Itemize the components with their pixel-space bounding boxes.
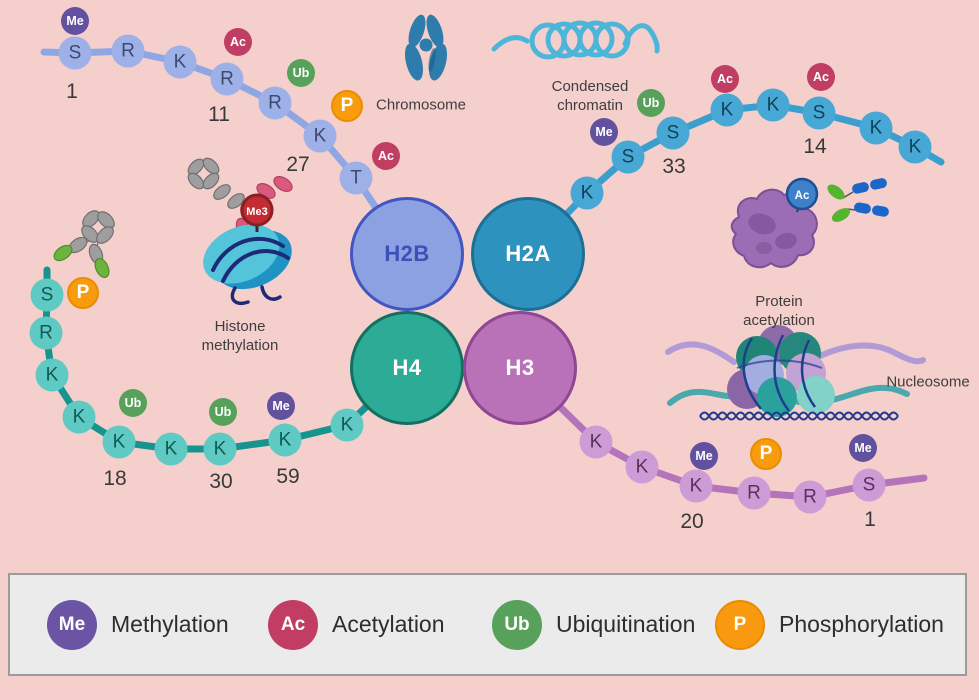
me-badge: Me bbox=[690, 442, 718, 470]
residue-bead: K bbox=[859, 111, 893, 145]
residue-bead: K bbox=[303, 119, 337, 153]
residue-bead: S bbox=[852, 468, 886, 502]
legend-label: Acetylation bbox=[332, 611, 445, 637]
residue-bead: S bbox=[802, 96, 836, 130]
residue-bead: R bbox=[29, 316, 63, 350]
legend: Me Methylation Ac Acetylation Ub Ubiquit… bbox=[8, 573, 967, 676]
histone-h2b-circle: H2B bbox=[350, 197, 464, 311]
ac-badge: Ac bbox=[711, 65, 739, 93]
me-badge: Me bbox=[61, 7, 89, 35]
ub-badge: Ub bbox=[492, 599, 542, 650]
residue-bead: S bbox=[58, 36, 92, 70]
residue-bead: R bbox=[793, 480, 827, 514]
ac-badge: Ac bbox=[372, 142, 400, 170]
histone-h4-circle: H4 bbox=[350, 311, 464, 425]
residue-bead: K bbox=[102, 425, 136, 459]
me3-badge-label: Me3 bbox=[246, 206, 267, 218]
residue-bead: R bbox=[737, 476, 771, 510]
residue-bead: K bbox=[579, 425, 613, 459]
residue-number: 18 bbox=[103, 467, 127, 490]
residue-bead: K bbox=[268, 423, 302, 457]
residue-number: 20 bbox=[680, 510, 704, 533]
legend-item-methylation: Me Methylation bbox=[47, 599, 229, 650]
residue-bead: T bbox=[339, 161, 373, 195]
chromosome-caption: Chromosome bbox=[375, 96, 467, 114]
chromosome-icon bbox=[404, 14, 448, 81]
histone-h2a-circle: H2A bbox=[471, 197, 585, 311]
residue-bead: K bbox=[154, 432, 188, 466]
me3-badge bbox=[240, 193, 274, 227]
p-badge: P bbox=[750, 438, 782, 470]
residue-bead: K bbox=[756, 88, 790, 122]
residue-number: 14 bbox=[803, 135, 827, 158]
residue-number: 30 bbox=[209, 470, 233, 493]
p-badge: P bbox=[715, 599, 765, 650]
histone-methylation-icon: Me3 bbox=[187, 157, 293, 305]
residue-number: 1 bbox=[864, 508, 876, 531]
residue-number: 59 bbox=[276, 465, 300, 488]
antibody-icon bbox=[53, 210, 115, 279]
condensed-chromatin-icon bbox=[491, 20, 660, 60]
residue-bead: R bbox=[258, 86, 292, 120]
me-badge: Me bbox=[590, 118, 618, 146]
residue-number: 11 bbox=[208, 103, 230, 126]
condensed-chromatin-caption: Condensed chromatin bbox=[551, 77, 629, 114]
ub-badge: Ub bbox=[119, 389, 147, 417]
protein-acetylation-icon: Ac bbox=[730, 177, 889, 269]
nucleosome-icon bbox=[665, 325, 926, 421]
ac-badge: Ac bbox=[807, 63, 835, 91]
p-badge: P bbox=[331, 90, 363, 122]
residue-bead: K bbox=[710, 93, 744, 127]
residue-bead: R bbox=[210, 62, 244, 96]
legend-label: Methylation bbox=[111, 611, 229, 637]
residue-bead: K bbox=[679, 469, 713, 503]
legend-item-ubiquitination: Ub Ubiquitination bbox=[492, 599, 696, 650]
residue-bead: K bbox=[203, 432, 237, 466]
me-badge: Me bbox=[47, 599, 97, 650]
ub-badge: Ub bbox=[287, 59, 315, 87]
ac-probe-badge bbox=[785, 177, 819, 211]
histone-methylation-caption: Histone methylation bbox=[201, 317, 279, 354]
legend-label: Phosphorylation bbox=[779, 611, 944, 637]
me-badge: Me bbox=[849, 434, 877, 462]
green-blue-antibody-icon bbox=[827, 178, 889, 222]
residue-bead: K bbox=[163, 45, 197, 79]
residue-bead: K bbox=[62, 400, 96, 434]
ac-badge: Ac bbox=[224, 28, 252, 56]
me-badge: Me bbox=[267, 392, 295, 420]
residue-bead: K bbox=[35, 358, 69, 392]
nucleosome-caption: Nucleosome bbox=[886, 373, 970, 391]
ub-badge: Ub bbox=[209, 398, 237, 426]
residue-number: 1 bbox=[66, 80, 78, 103]
residue-bead: S bbox=[30, 278, 64, 312]
residue-bead: K bbox=[570, 176, 604, 210]
ac-probe-badge-label: Ac bbox=[795, 190, 810, 202]
legend-item-acetylation: Ac Acetylation bbox=[268, 599, 445, 650]
residue-bead: R bbox=[111, 34, 145, 68]
p-badge: P bbox=[67, 277, 99, 309]
ub-badge: Ub bbox=[637, 89, 665, 117]
legend-label: Ubiquitination bbox=[556, 611, 696, 637]
protein-acetylation-caption: Protein acetylation bbox=[743, 292, 815, 329]
residue-bead: S bbox=[611, 140, 645, 174]
residue-bead: S bbox=[656, 116, 690, 150]
residue-bead: K bbox=[625, 450, 659, 484]
legend-item-phosphorylation: P Phosphorylation bbox=[715, 599, 944, 650]
residue-number: 33 bbox=[662, 155, 686, 178]
residue-number: 27 bbox=[286, 153, 310, 176]
histone-h3-circle: H3 bbox=[463, 311, 577, 425]
residue-bead: K bbox=[898, 130, 932, 164]
ac-badge: Ac bbox=[268, 599, 318, 650]
h2a-tail-line bbox=[524, 101, 945, 258]
residue-bead: K bbox=[330, 408, 364, 442]
